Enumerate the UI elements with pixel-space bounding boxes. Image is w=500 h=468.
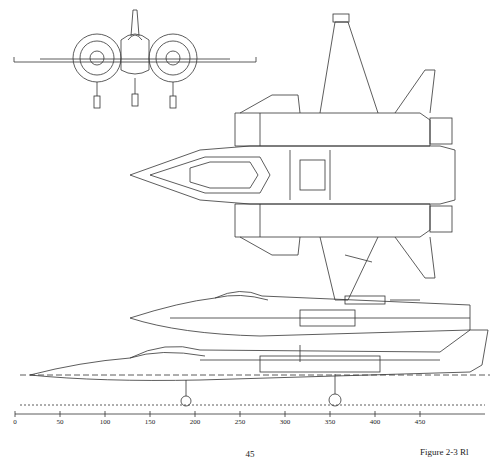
scale-number: 250 — [235, 419, 246, 426]
scale-tick — [240, 411, 241, 417]
scale-tick — [420, 411, 421, 417]
scale-number: 100 — [100, 419, 111, 426]
scale-number: 350 — [325, 419, 336, 426]
scale-number: 150 — [145, 419, 156, 426]
scale-number: 50 — [57, 419, 64, 426]
scale-number: 200 — [190, 419, 201, 426]
scale-tick — [150, 411, 151, 417]
scale-tick — [375, 411, 376, 417]
side-view-upper — [130, 291, 470, 336]
scale-number: 450 — [415, 419, 426, 426]
page-number: 45 — [246, 450, 255, 459]
scale-tick — [285, 411, 286, 417]
plan-view — [130, 14, 455, 300]
scale-tick — [330, 411, 331, 417]
scale-bar — [15, 414, 485, 415]
side-view-lower — [20, 330, 490, 406]
scale-number: 0 — [13, 419, 17, 426]
front-view — [14, 10, 256, 108]
scale-tick — [60, 411, 61, 417]
scale-number: 400 — [370, 419, 381, 426]
scale-tick — [105, 411, 106, 417]
scale-ticks — [15, 411, 420, 417]
figure-caption: Figure 2-3 Rl — [420, 448, 469, 457]
scale-tick — [195, 411, 196, 417]
scale-tick — [15, 411, 16, 417]
scale-number: 300 — [280, 419, 291, 426]
